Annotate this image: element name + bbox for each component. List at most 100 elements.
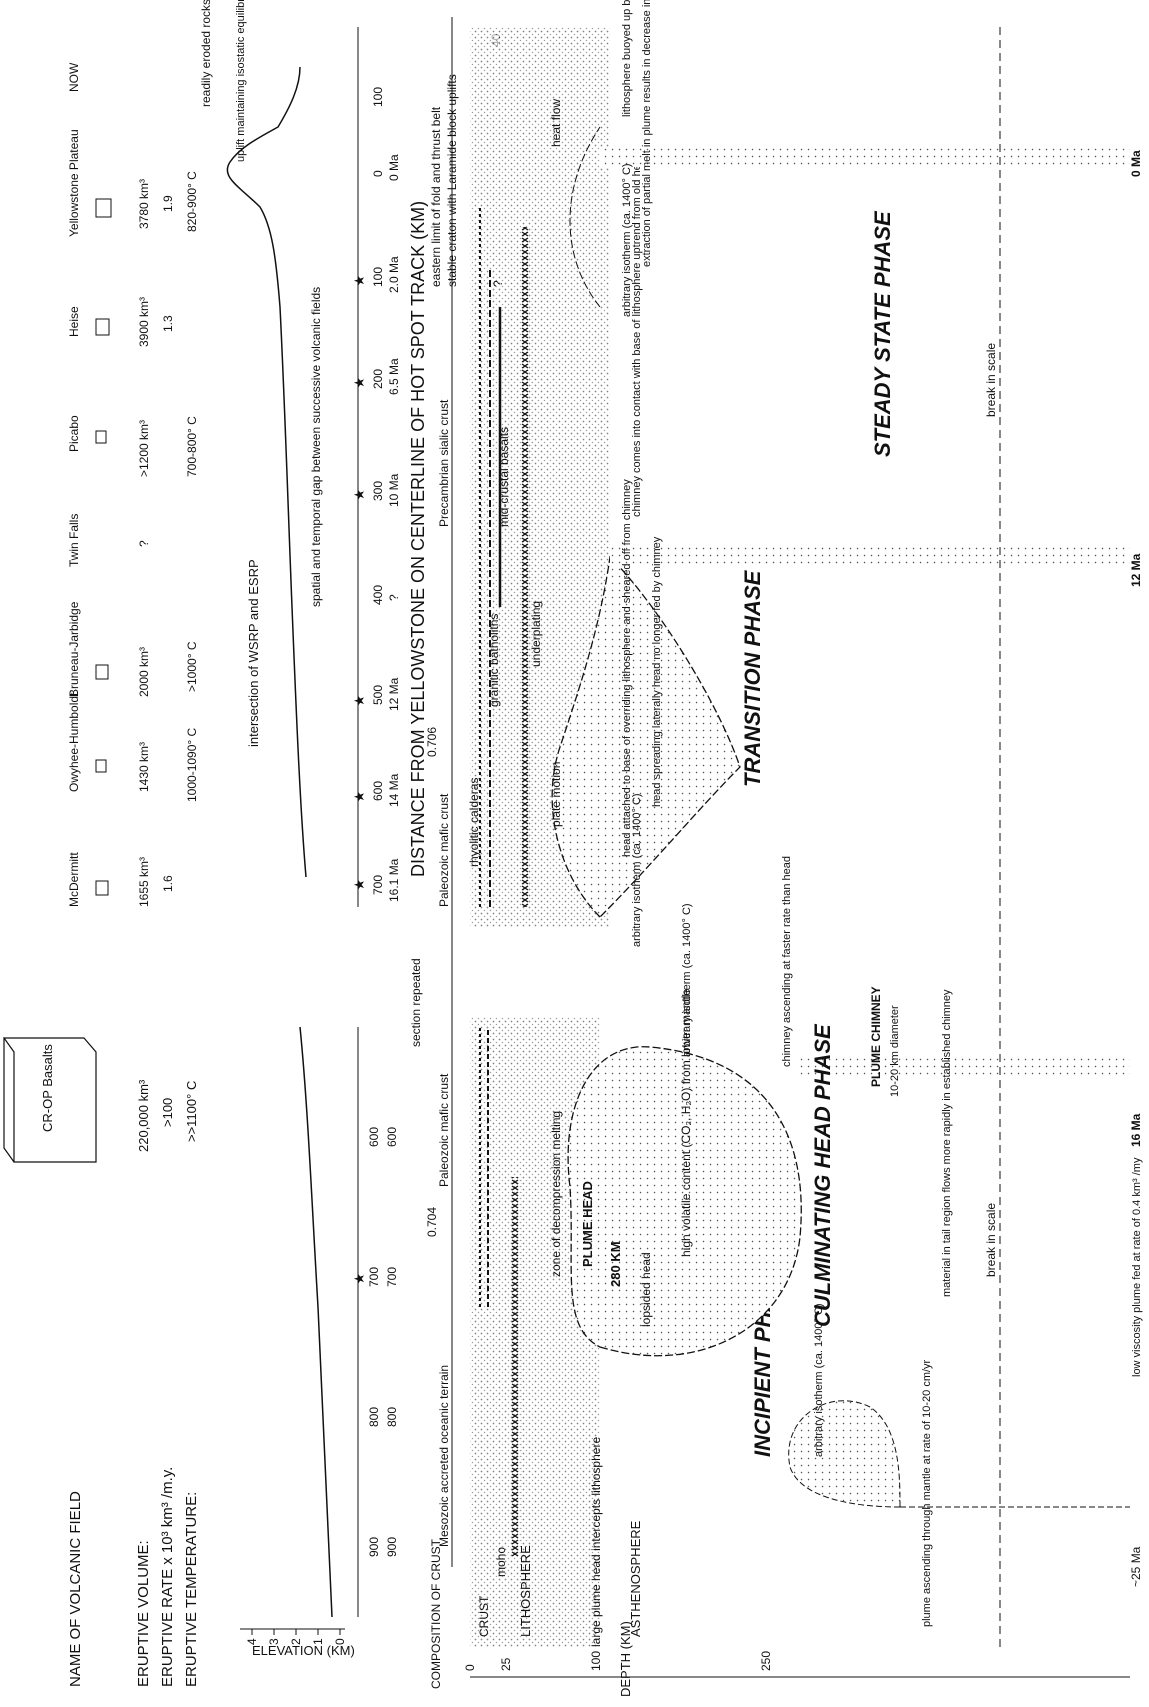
break-in-scale: break in scale break in scale (984, 27, 1000, 1647)
eroded-label: readily eroded rocks (199, 0, 213, 107)
ma16-label: 16 Ma (1129, 1113, 1143, 1147)
large-head-label: large plume head intercepts lithosphere (589, 1437, 603, 1647)
field-volume: 1430 km³ (137, 742, 151, 792)
age-label: 2.0 Ma (387, 256, 401, 293)
km-tick: 400 (371, 585, 385, 605)
crust-composition: COMPOSITION OF CRUST Mesozoic accreted o… (425, 17, 459, 1689)
plate-motion-label: plate motion (549, 762, 563, 827)
uplift-label: uplift maintaining isostatic equilibrium (235, 0, 247, 162)
star-icon: ★ (351, 274, 367, 287)
eastern-limit-label: eastern limit of fold and thrust belt (429, 106, 443, 287)
depth-tick: 25 (499, 1657, 513, 1671)
field-name: NOW (67, 62, 81, 92)
field-volume: 1655 km³ (137, 857, 151, 907)
cube-icon (96, 319, 109, 335)
field-volume: >1200 km³ (137, 420, 151, 477)
header-labels: NAME OF VOLCANIC FIELD ERUPTIVE VOLUME: … (67, 1467, 200, 1687)
elev-tick: 3 (267, 1638, 281, 1645)
left-tick: 600 (385, 1127, 399, 1147)
crop-box-label: CR-OP Basalts (40, 1044, 55, 1132)
km-tick: 100 (371, 267, 385, 287)
km-tick: 500 (371, 685, 385, 705)
crop-temp: >>1100° C (184, 1081, 199, 1142)
lithosphere-label: LITHOSPHERE (518, 1545, 533, 1637)
elevation-panel: ELEVATION (KM) 0 1 2 3 4 intersection of… (199, 0, 355, 1658)
lopsided-label: lopsided head (639, 1252, 653, 1327)
plume-chimney-label: PLUME CHIMNEY (869, 986, 883, 1087)
field-yellowstone: Yellowstone Plateau 3780 km³ 1.9 820-900… (67, 129, 199, 237)
cube-icon (96, 760, 106, 772)
temp-label: ERUPTIVE TEMPERATURE: (183, 1492, 200, 1687)
field-name: McDermitt (67, 852, 81, 907)
rate-label: ERUPTIVE RATE x 10³ km³ /m.y. (159, 1467, 176, 1687)
plume-head-label: PLUME HEAD (580, 1181, 595, 1267)
left-tick: 900 (367, 1537, 381, 1557)
crop-volume: 220,000 km³ (136, 1079, 151, 1152)
rhyolitic-label: rhyolitic calderas (467, 778, 481, 867)
buoyed-label: lithosphere buoyed up by as much as 2 km (621, 0, 633, 117)
star-icon: ★ (351, 1272, 367, 1285)
star-icon: ★ (351, 878, 367, 891)
cube-icon (96, 199, 111, 217)
heat-flow-label: heat flow (549, 99, 563, 147)
intersection-label: intersection of WSRP and ESRP (246, 559, 261, 747)
cube-icon (96, 431, 106, 443)
chimney-ascending-label: chimney ascending at faster rate than he… (781, 856, 793, 1067)
left-tick: 800 (385, 1407, 399, 1427)
km-tick: 0 (371, 170, 385, 177)
depth-tick: 250 (759, 1651, 773, 1671)
field-temp: >1000° C (185, 641, 199, 692)
underplating-label: underplating (529, 601, 543, 667)
decompression-xx-left (510, 1177, 522, 1557)
age-label: 10 Ma (387, 473, 401, 507)
break-label-right: break in scale (984, 343, 998, 417)
batholiths-label: granitic batholiths (487, 614, 501, 707)
incipient-head (789, 1401, 900, 1507)
km280-label: 280 KM (608, 1241, 623, 1287)
field-temp: 700-800° C (185, 416, 199, 477)
field-rate: 1.9 (161, 195, 175, 212)
low-viscosity-label: low viscosity plume fed at rate of 0.4 k… (1131, 1157, 1143, 1377)
elev-tick: 4 (245, 1638, 259, 1645)
field-owyhee: Owyhee-Humboldt 1430 km³ 1000-1090° C (67, 692, 199, 802)
field-volume: 3900 km³ (137, 297, 151, 347)
steady-phase-title: STEADY STATE PHASE (870, 210, 895, 457)
km-tick: 700 (371, 875, 385, 895)
ma12-label: 12 Ma (1129, 553, 1143, 587)
midcrustal-label: mid-crustal basalts (497, 427, 511, 527)
left-tick: 600 (367, 1127, 381, 1147)
chimney-shape (800, 1057, 1130, 1077)
underplating-xx (520, 227, 532, 907)
head-spreading-label: head spreading laterally head no longer … (651, 536, 663, 807)
star-icon: ★ (351, 694, 367, 707)
incipient-plume: arbitrary isotherm (ca. 1400° C) plume a… (750, 1265, 1143, 1627)
plume-ascending-label: plume ascending through mantle at rate o… (921, 1359, 933, 1627)
star-icon: ★ (351, 376, 367, 389)
elev-tick: 0 (333, 1638, 347, 1645)
age-label: 16.1 Ma (387, 858, 401, 902)
field-rate: 1.6 (161, 875, 175, 892)
crop-rate: >100 (160, 1098, 175, 1127)
extraction-label: extraction of partial melt in plume resu… (641, 0, 653, 267)
field-rate: 1.3 (161, 315, 175, 332)
field-heise: Heise 3900 km³ 1.3 (67, 297, 175, 347)
field-volume: ? (137, 540, 151, 547)
star-markers: ★ ★ ★ ★ ★ ★ ★ (351, 274, 367, 1285)
left-tick: 900 (385, 1537, 399, 1557)
break-label-left: break in scale (984, 1203, 998, 1277)
cube-icon (96, 881, 108, 895)
field-volume: 2000 km³ (137, 647, 151, 697)
decompression-label: zone of decompression melting (549, 1111, 563, 1277)
section-repeated-label: section repeated (409, 958, 423, 1047)
transition-isotherm-label: arbitrary isotherm (ca. 1400° C) (631, 793, 643, 947)
precambrian-label: Precambrian sialic crust (437, 399, 451, 527)
age-label: ? (387, 594, 401, 601)
moho-label: moho (494, 1547, 508, 1577)
age-label: 0 Ma (387, 154, 401, 181)
km-tick: 300 (371, 481, 385, 501)
ma0-label: 0 Ma (1129, 150, 1143, 177)
field-columns: McDermitt 1655 km³ 1.6 Owyhee-Humboldt 1… (67, 62, 199, 907)
composition-label: COMPOSITION OF CRUST (429, 1538, 443, 1689)
star-icon: ★ (351, 488, 367, 501)
